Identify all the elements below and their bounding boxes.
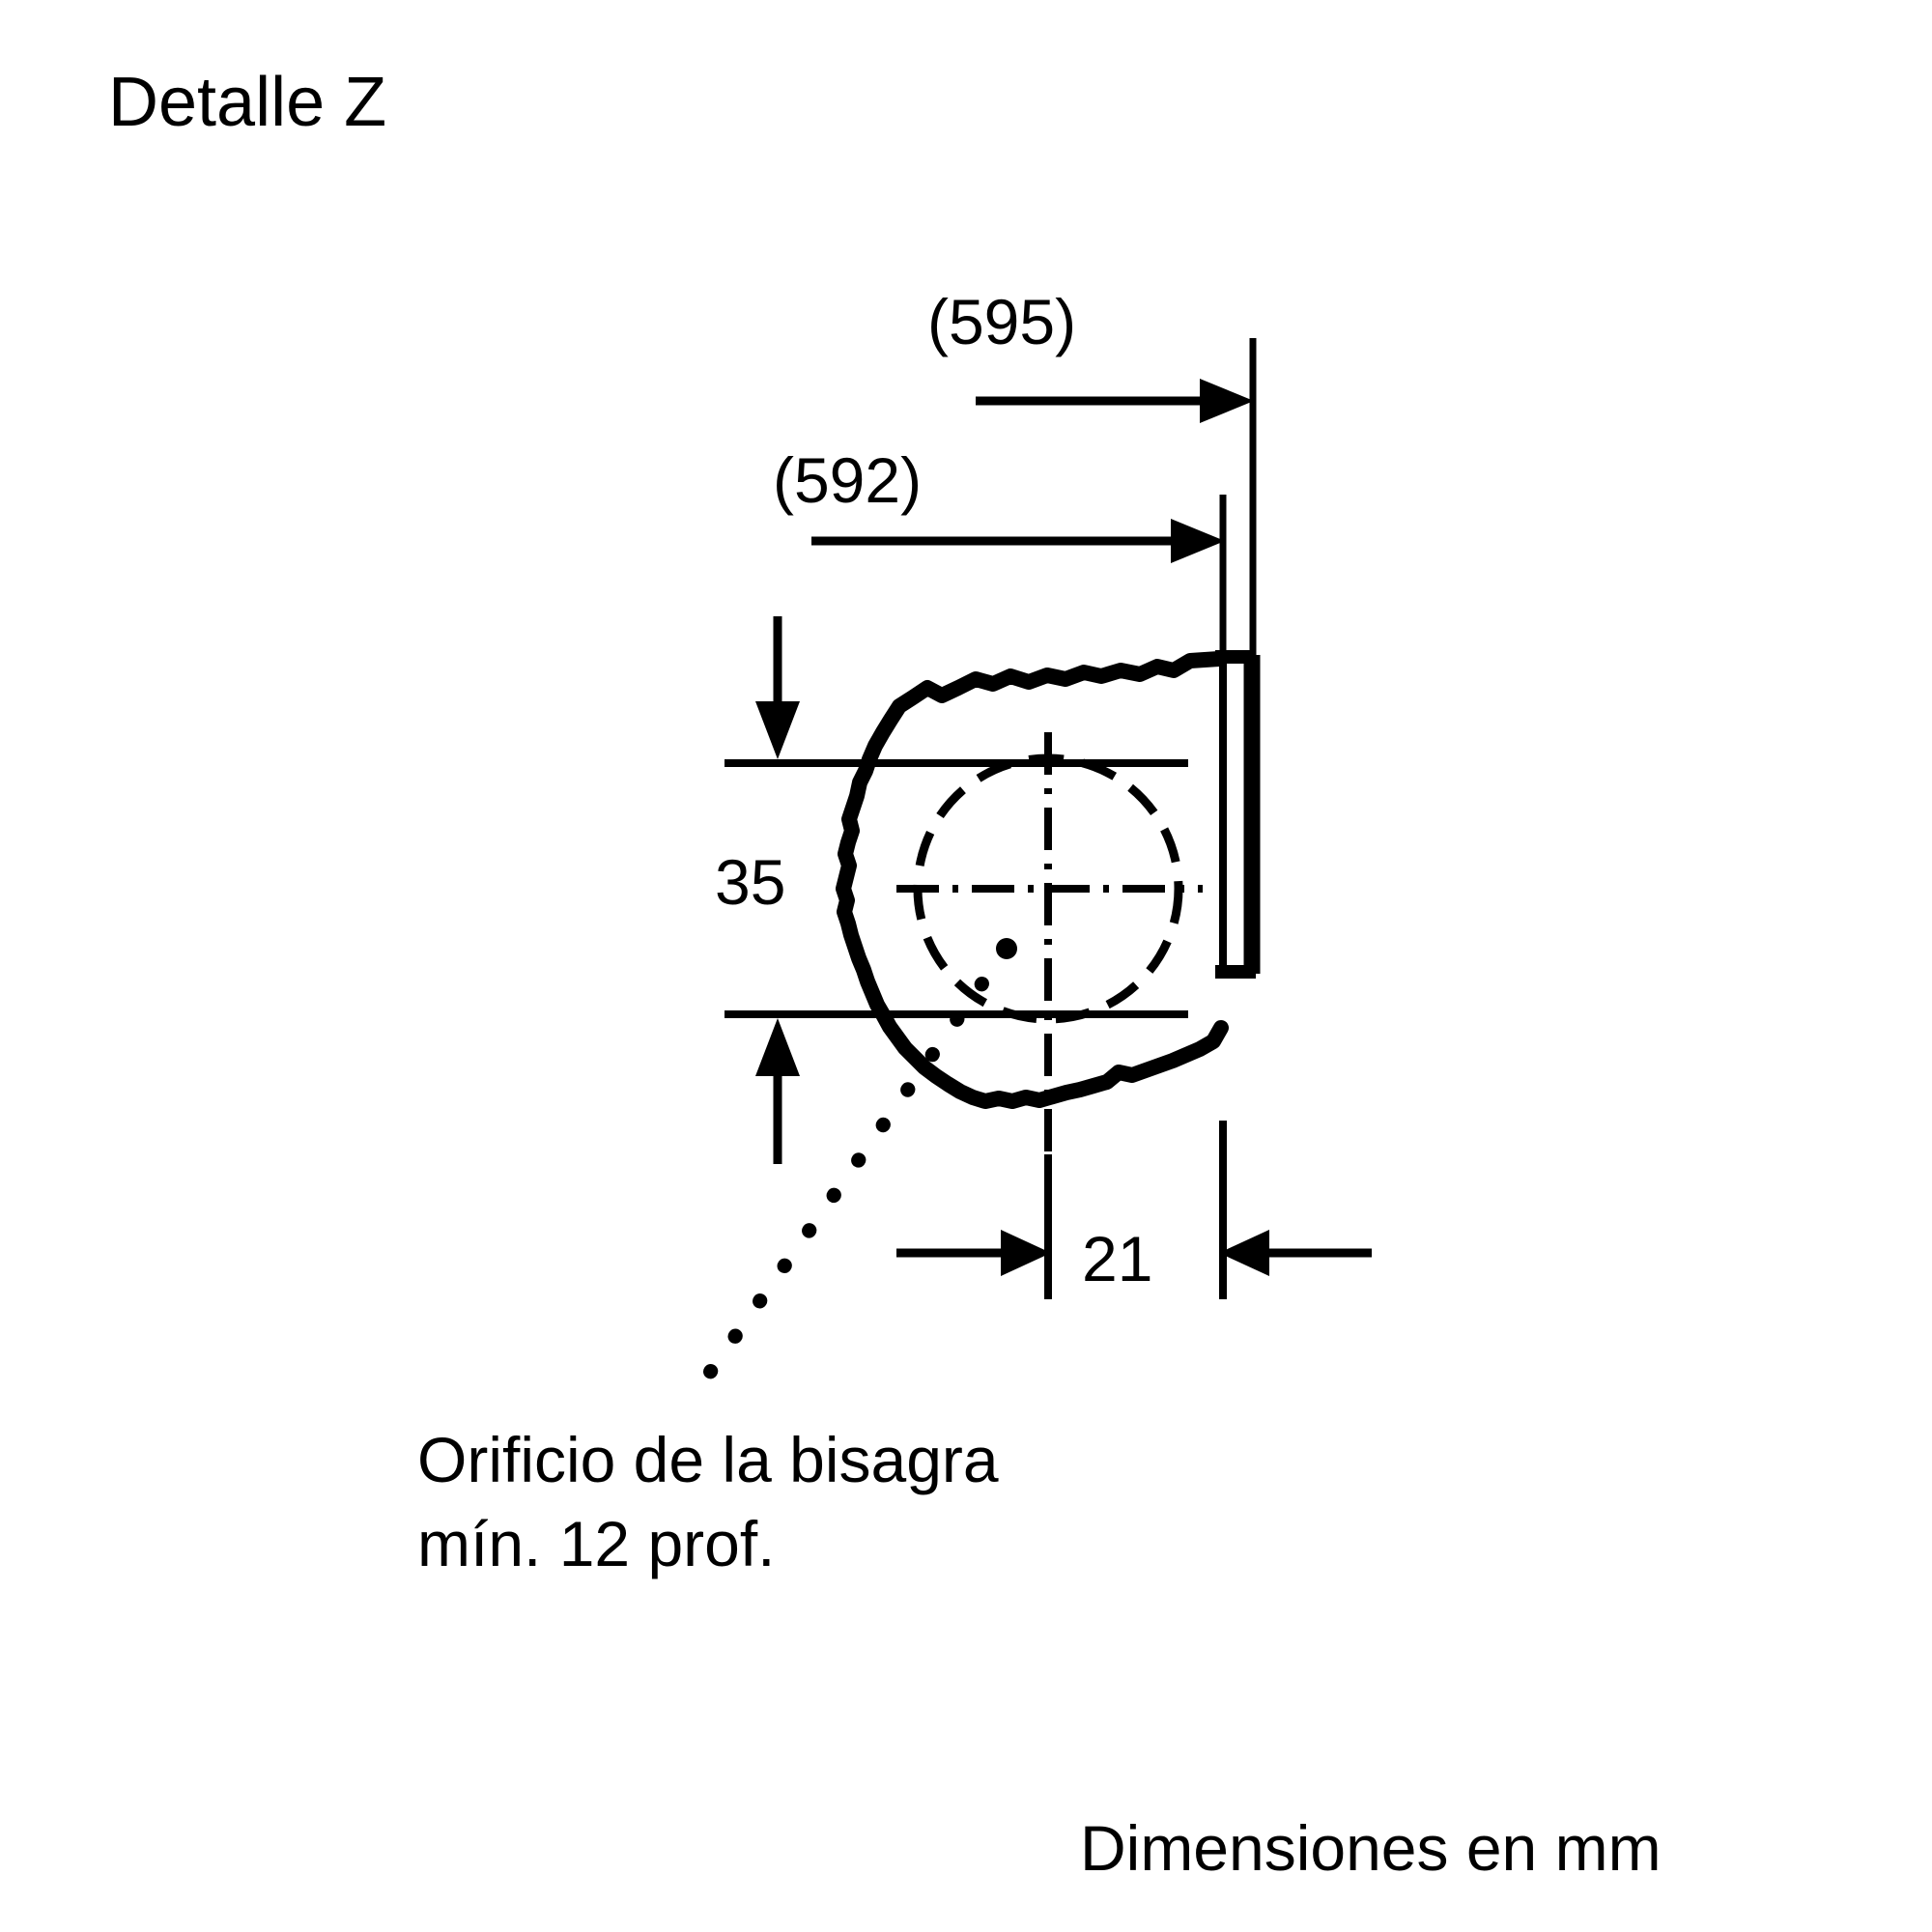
dim-21-right-arrowhead: [1219, 1230, 1269, 1276]
break-boundary-outline: [836, 651, 1229, 1109]
dim-592-arrowhead: [1171, 519, 1225, 563]
hinge-note-leader-line: [695, 941, 1014, 1391]
break-boundary-path: [836, 651, 1229, 1109]
hinge-hole-note-line-1: Orificio de la bisagra: [417, 1424, 999, 1495]
centerlines: [896, 732, 1203, 1154]
dimension-label-595: (595): [927, 286, 1077, 357]
hinge-note-leader: [695, 938, 1017, 1391]
hinge-note-leader-origin-dot: [996, 938, 1017, 959]
dimension-label-592: (592): [773, 444, 923, 516]
dim-35-upper-arrowhead: [755, 701, 800, 759]
dimension-35: [724, 616, 1188, 1164]
dim-595-arrowhead: [1200, 379, 1254, 423]
dim-21-left-arrowhead: [1001, 1230, 1051, 1276]
dimension-21: [896, 1121, 1372, 1299]
dimension-595: [976, 338, 1257, 665]
page-title: Detalle Z: [108, 64, 387, 141]
door-panel: [1215, 650, 1261, 979]
dimension-label-35: 35: [715, 846, 786, 918]
dimension-label-21: 21: [1082, 1223, 1153, 1294]
dim-35-lower-arrowhead: [755, 1018, 800, 1076]
units-note: Dimensiones en mm: [1080, 1812, 1662, 1884]
hinge-hole-note-line-2: mín. 12 prof.: [417, 1508, 776, 1579]
dimension-592: [811, 495, 1227, 665]
